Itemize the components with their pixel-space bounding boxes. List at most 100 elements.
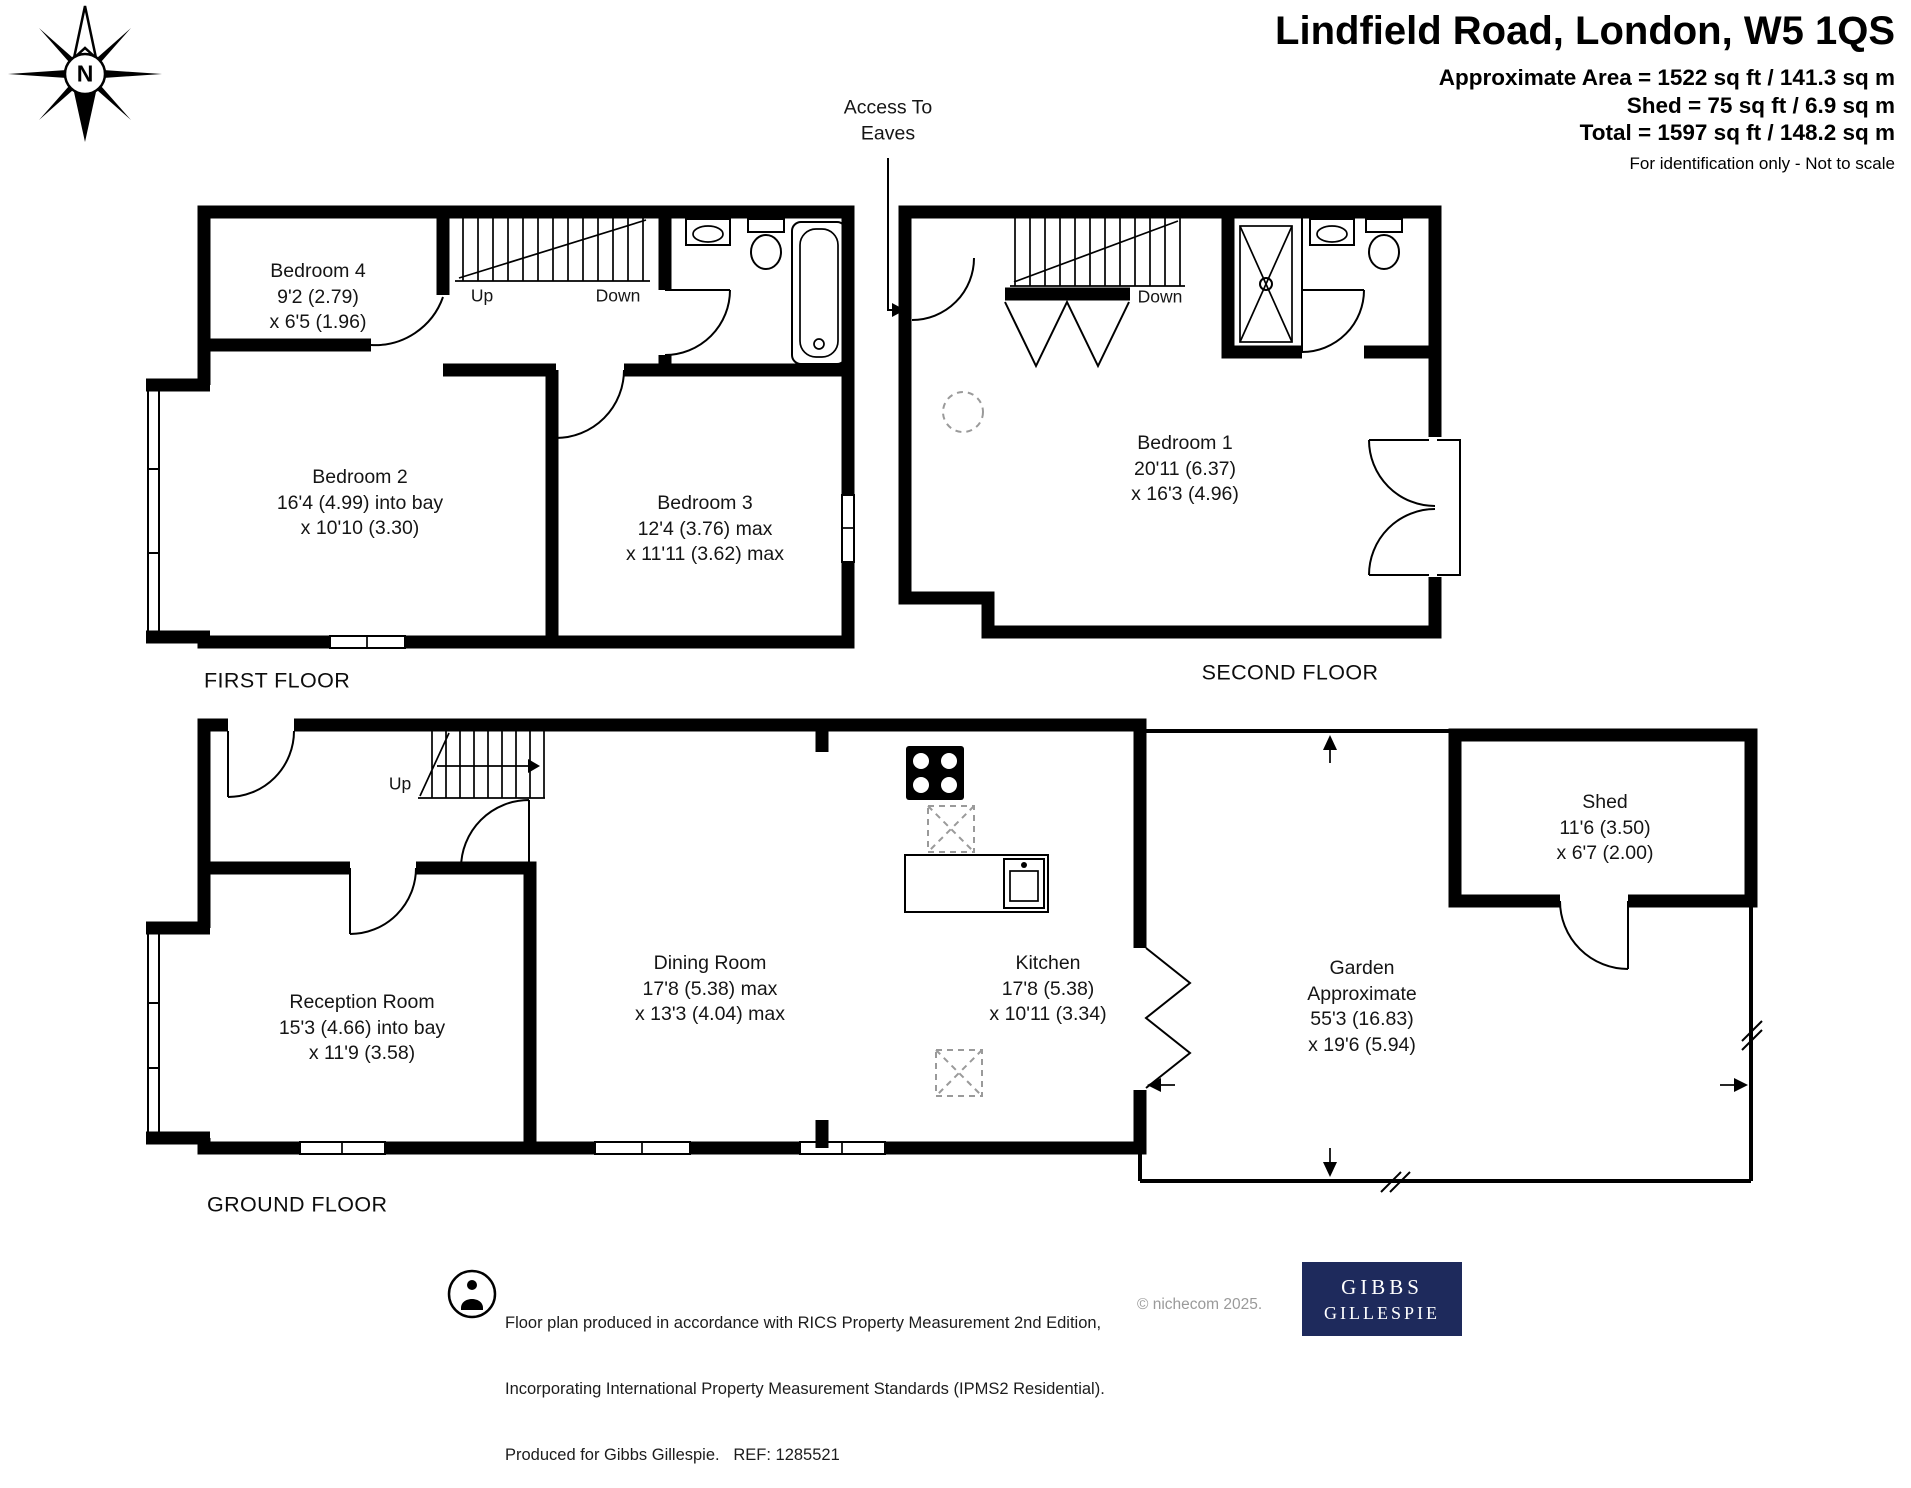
room-dims: 11'6 (3.50) xyxy=(1559,816,1651,839)
room-label-bedroom-4: Bedroom 4 9'2 (2.79) x 6'5 (1.96) xyxy=(270,259,367,336)
room-name: Kitchen xyxy=(1015,951,1081,974)
room-label-bedroom-1: Bedroom 1 20'11 (6.37) x 16'3 (4.96) xyxy=(1131,431,1239,508)
kitchen-island xyxy=(904,854,1049,913)
room-name: Shed xyxy=(1582,790,1628,813)
room-dims: x 11'9 (3.58) xyxy=(308,1041,416,1064)
shower-icon xyxy=(1239,225,1293,343)
room-dims: x 10'10 (3.30) xyxy=(300,516,420,539)
logo-text-line: GILLESPIE xyxy=(1324,1302,1440,1323)
area-summary-line: Shed = 75 sq ft / 6.9 sq m xyxy=(1626,92,1895,118)
stair-label-down-first: Down xyxy=(595,285,641,306)
room-dims: 16'4 (4.99) into bay xyxy=(276,491,444,514)
nichecom-icon xyxy=(447,1269,497,1319)
room-label-bedroom-3: Bedroom 3 12'4 (3.76) max x 11'11 (3.62)… xyxy=(626,491,784,568)
room-name: Bedroom 1 xyxy=(1137,431,1233,454)
kitchen-fixtures xyxy=(904,746,1049,1097)
access-to-eaves-arrow xyxy=(887,158,905,317)
area-summary-line: Approximate Area = 1522 sq ft / 141.3 sq… xyxy=(1438,65,1895,90)
sink-icon xyxy=(685,218,731,246)
hob-icon xyxy=(906,746,964,800)
bifold-doors-line xyxy=(1144,947,1192,1089)
room-dims: 9'2 (2.79) xyxy=(277,285,359,308)
room-dims: 20'11 (6.37) xyxy=(1133,457,1237,480)
first-floor-plan xyxy=(146,205,855,649)
room-dims: x 16'3 (4.96) xyxy=(1131,482,1239,505)
stair-label-up-first: Up xyxy=(470,285,494,306)
page-title: Lindfield Road, London, W5 1QS xyxy=(1275,9,1895,53)
room-label-reception: Reception Room 15'3 (4.66) into bay x 11… xyxy=(279,990,445,1067)
room-dims: 15'3 (4.66) into bay xyxy=(278,1016,446,1039)
room-name: Bedroom 2 xyxy=(312,465,408,488)
appliance-dashed-box xyxy=(927,805,975,853)
room-dims: 17'8 (5.38) max xyxy=(642,977,778,1000)
stairs-first-floor xyxy=(455,218,650,282)
gibbs-gillespie-logo: GIBBS GILLESPIE xyxy=(1302,1262,1462,1336)
room-dims: x 11'11 (3.62) max xyxy=(626,542,784,565)
eaves-slope-line xyxy=(1004,299,1130,369)
stair-label-down-second: Down xyxy=(1137,286,1183,307)
stairs-second-floor xyxy=(1010,218,1185,287)
ground-floor-walls xyxy=(146,718,1147,1155)
disclaimer-line: Incorporating International Property Mea… xyxy=(505,1380,1105,1398)
room-label-kitchen: Kitchen 17'8 (5.38) x 10'11 (3.34) xyxy=(989,951,1106,1028)
room-name: Bedroom 4 xyxy=(270,259,366,282)
copyright-text: © nichecom 2025. xyxy=(1137,1296,1263,1313)
sink-icon xyxy=(1309,218,1355,246)
room-dims: 55'3 (16.83) xyxy=(1310,1008,1414,1030)
footer-disclaimer: Floor plan produced in accordance with R… xyxy=(505,1268,1105,1488)
compass-icon xyxy=(8,5,162,142)
scale-note: For identification only - Not to scale xyxy=(1629,153,1895,173)
garden-boundary xyxy=(1138,728,1763,1193)
shower-room-fixtures xyxy=(1239,218,1403,353)
floor-label-ground: GROUND FLOOR xyxy=(207,1192,388,1217)
room-dims: x 6'7 (2.00) xyxy=(1556,841,1654,864)
appliance-dashed-box xyxy=(935,1049,983,1097)
french-doors xyxy=(1368,439,1461,576)
floor-label-first: FIRST FLOOR xyxy=(204,668,351,693)
room-label-dining: Dining Room 17'8 (5.38) max x 13'3 (4.04… xyxy=(635,951,785,1028)
ceiling-marker-dashed-circle xyxy=(942,391,984,433)
room-dims: 17'8 (5.38) xyxy=(1001,977,1095,1000)
room-label-bedroom-2: Bedroom 2 16'4 (4.99) into bay x 10'10 (… xyxy=(277,465,443,542)
room-dims: x 10'11 (3.34) xyxy=(989,1002,1107,1025)
logo-text-line: GIBBS xyxy=(1341,1274,1423,1299)
toilet-icon xyxy=(747,218,785,233)
second-floor-walls xyxy=(898,205,1442,639)
ground-floor-windows xyxy=(147,928,886,1155)
area-summary-line: Total = 1597 sq ft / 148.2 sq m xyxy=(1579,120,1895,145)
floorplan-drawing xyxy=(8,5,1763,1319)
ground-floor-plan xyxy=(146,718,1763,1193)
room-name: Garden xyxy=(1329,957,1395,979)
stairs-ground-floor xyxy=(418,731,545,799)
room-dims: x 19'6 (5.94) xyxy=(1308,1033,1416,1056)
stair-label-up-ground: Up xyxy=(388,773,412,794)
room-name: Reception Room xyxy=(289,990,435,1013)
disclaimer-line: Floor plan produced in accordance with R… xyxy=(505,1314,1102,1332)
bathroom-fixtures-first xyxy=(685,218,847,365)
disclaimer-line: Produced for Gibbs Gillespie. REF: 12855… xyxy=(505,1446,840,1464)
floor-label-second: SECOND FLOOR xyxy=(1201,660,1379,685)
floorplan-page: { "header": { "title": "Lindfield Road, … xyxy=(8,5,1895,1464)
room-dims: x 6'5 (1.96) xyxy=(269,310,367,333)
room-label-garden: Garden Approximate 55'3 (16.83) x 19'6 (… xyxy=(1307,956,1416,1058)
first-floor-walls xyxy=(146,205,855,649)
compass-north-label: N xyxy=(76,60,94,87)
ground-floor-doors xyxy=(227,730,530,935)
room-dims: x 13'3 (4.04) max xyxy=(634,1002,786,1025)
first-floor-windows xyxy=(147,385,855,649)
header: Lindfield Road, London, W5 1QS Approxima… xyxy=(1275,8,1895,174)
first-floor-doors xyxy=(370,289,731,439)
area-summary: Approximate Area = 1522 sq ft / 141.3 sq… xyxy=(1275,64,1895,147)
room-name: Bedroom 3 xyxy=(657,491,753,514)
shed-walls xyxy=(1448,728,1758,908)
sink-icon xyxy=(1003,858,1045,909)
room-qualifier: Approximate xyxy=(1307,982,1417,1005)
landing-door-arc xyxy=(911,257,975,321)
second-floor-plan xyxy=(887,158,1461,639)
toilet-icon xyxy=(1365,218,1403,233)
room-name: Dining Room xyxy=(653,951,767,974)
room-dims: 12'4 (3.76) max xyxy=(637,517,773,540)
room-label-shed: Shed 11'6 (3.50) x 6'7 (2.00) xyxy=(1557,790,1654,867)
bathtub-icon xyxy=(791,221,847,365)
access-to-eaves-label: Access To Eaves xyxy=(843,96,933,145)
